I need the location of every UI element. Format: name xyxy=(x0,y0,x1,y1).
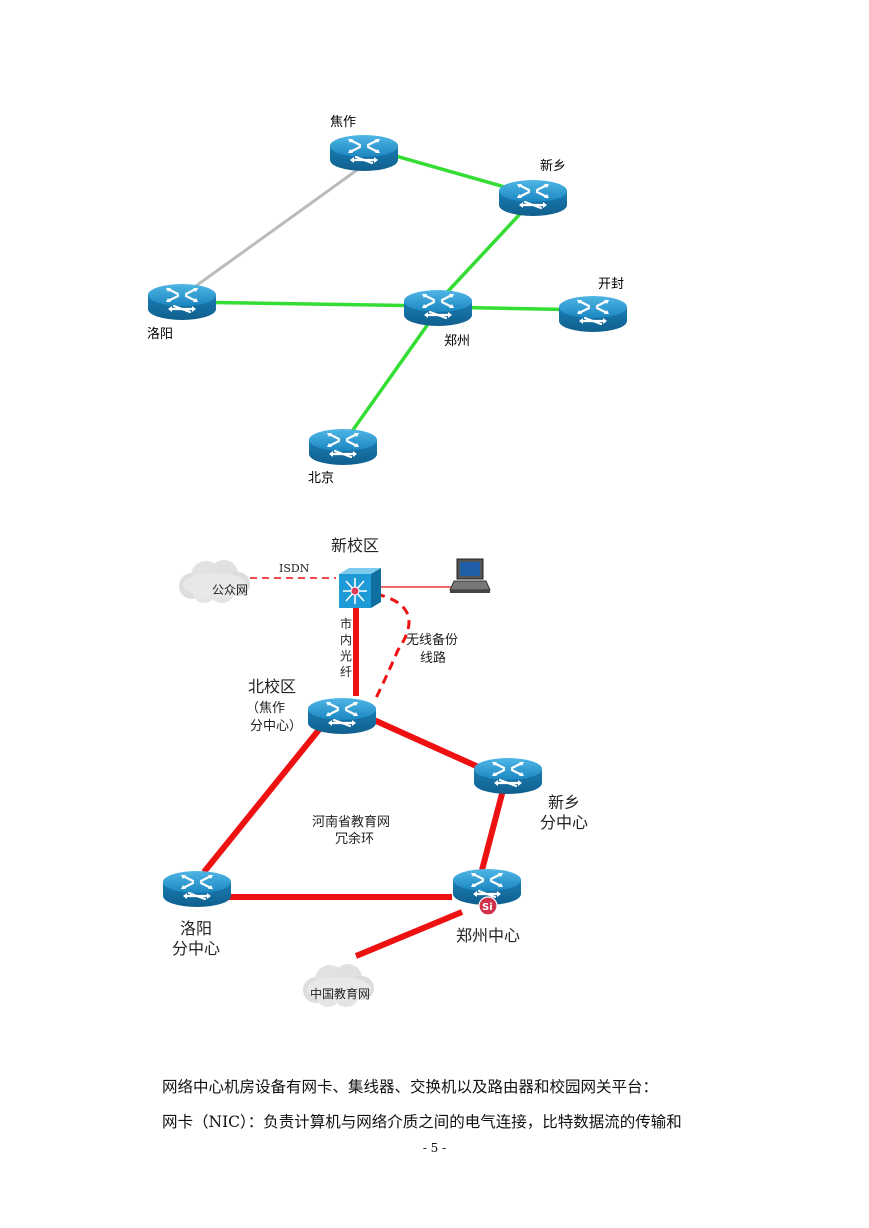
router-jiaozuo xyxy=(328,133,400,173)
label-jiaozuo: 焦作 xyxy=(330,115,356,130)
router-xinxiang xyxy=(497,178,569,218)
label-xinxiang-center: 新乡 分中心 xyxy=(540,793,588,832)
computer-icon xyxy=(449,558,491,593)
svg-text:光: 光 xyxy=(340,649,352,663)
router-luoyang xyxy=(161,869,233,909)
label-isdn: ISDN xyxy=(279,562,310,575)
link-north-luoyang xyxy=(201,724,325,874)
link-xinxiang-zhengzhou xyxy=(436,198,535,304)
router-xinxiang xyxy=(472,756,544,796)
svg-text:河南省教育网: 河南省教育网 xyxy=(312,814,390,830)
label-wireless-backup: 无线备份 线路 xyxy=(406,632,458,666)
link-wireless-backup xyxy=(372,592,411,703)
svg-text:洛阳: 洛阳 xyxy=(180,919,212,938)
paragraph-line-1: 网络中心机房设备有网卡、集线器、交换机以及路由器和校园网关平台： xyxy=(162,1078,659,1096)
router-beijing xyxy=(307,427,379,467)
label-zhengzhou: 郑州 xyxy=(444,334,470,349)
router-zhengzhou xyxy=(402,288,474,328)
svg-text:分中心: 分中心 xyxy=(540,813,588,832)
diagram-1: 焦作 新乡 洛阳 郑州 开封 北京 xyxy=(146,115,629,486)
paragraph-line-2: 网卡（NIC）：负责计算机与网络介质之间的电气连接，比特数据流的传输和 xyxy=(162,1113,682,1131)
svg-text:冗余环: 冗余环 xyxy=(335,831,374,847)
link-xinxiang-zhengzhou xyxy=(479,789,506,871)
svg-text:分中心）: 分中心） xyxy=(250,719,302,734)
label-new-campus: 新校区 xyxy=(331,536,379,555)
svg-text:线路: 线路 xyxy=(420,650,446,666)
page-number: - 5 - xyxy=(422,1141,447,1155)
link-zhengzhou-beijing xyxy=(341,308,440,446)
si-badge: Si xyxy=(478,896,498,916)
svg-text:北校区: 北校区 xyxy=(248,677,296,696)
label-luoyang-center: 洛阳 分中心 xyxy=(172,919,220,958)
label-public-net: 公众网 xyxy=(212,583,248,597)
link-luoyang-zhengzhou xyxy=(181,300,439,308)
svg-text:市: 市 xyxy=(340,616,352,631)
label-fiber: 市 内 光 纤 xyxy=(340,616,352,679)
diagram-2: Si 新校区 公众网 ISDN 市 内 光 纤 无线备份 线路 北校区 （焦作 … xyxy=(161,536,588,1007)
switch-icon xyxy=(339,568,381,608)
router-luoyang xyxy=(146,282,218,322)
svg-text:（焦作: （焦作 xyxy=(246,701,285,716)
svg-text:Si: Si xyxy=(482,902,493,913)
router-north-campus xyxy=(306,696,378,736)
svg-text:内: 内 xyxy=(340,633,352,647)
label-zhengzhou-center: 郑州中心 xyxy=(456,926,520,945)
label-kaifeng: 开封 xyxy=(598,277,624,292)
label-ring: 河南省教育网 冗余环 xyxy=(312,814,390,847)
label-luoyang: 洛阳 xyxy=(147,327,173,342)
label-beijing: 北京 xyxy=(308,471,334,486)
label-north-campus: 北校区 （焦作 分中心） xyxy=(246,677,302,734)
svg-text:分中心: 分中心 xyxy=(172,939,220,958)
svg-text:无线备份: 无线备份 xyxy=(406,632,458,648)
router-kaifeng xyxy=(557,294,629,334)
link-jiaozuo-luoyang xyxy=(181,163,365,298)
link-zhengzhou-cernet xyxy=(354,909,464,959)
svg-text:新乡: 新乡 xyxy=(548,793,580,812)
label-cernet: 中国教育网 xyxy=(310,986,370,1001)
svg-text:纤: 纤 xyxy=(340,665,352,679)
link-north-xinxiang xyxy=(372,717,496,777)
label-xinxiang: 新乡 xyxy=(540,158,566,174)
